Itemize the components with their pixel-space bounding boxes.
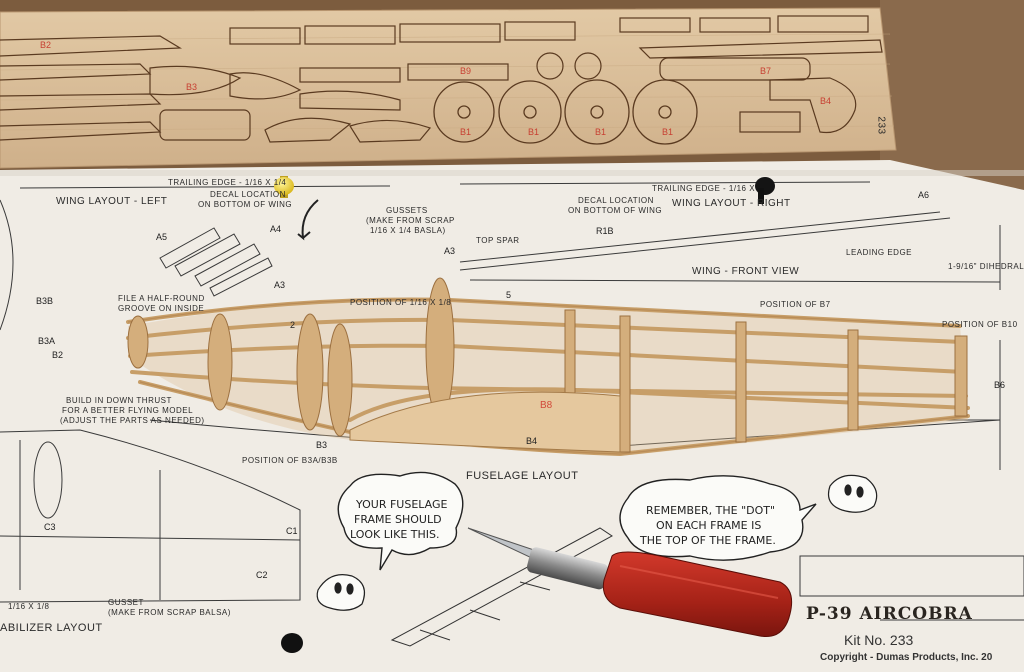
part-5: 5	[506, 290, 512, 300]
part-2: 2	[290, 320, 296, 330]
part-b3: B3	[316, 440, 328, 450]
part-r1b: R1B	[596, 226, 614, 236]
former-b8-label: B8	[540, 400, 553, 411]
pushpin-icon	[274, 176, 294, 198]
pushpin-icon	[755, 177, 775, 204]
plan-shadow	[0, 170, 1024, 176]
file-half-round-2: GROOVE ON INSIDE	[118, 304, 205, 313]
part-b3b: B3B	[36, 296, 54, 306]
part-b6: B6	[994, 380, 1006, 390]
workbench-right	[880, 0, 1024, 195]
svg-text:B1: B1	[595, 127, 606, 137]
file-half-round-1: FILE A HALF-ROUND	[118, 294, 205, 303]
dihedral-label: 1-9/16" DIHEDRAL	[948, 262, 1024, 271]
svg-text:B9: B9	[460, 66, 471, 76]
kit-number: Kit No. 233	[844, 632, 914, 648]
stabilizer-layout-label: ABILIZER LAYOUT	[0, 622, 103, 634]
bubble-right-line2: ON EACH FRAME IS	[656, 519, 762, 532]
part-c1: C1	[286, 526, 298, 536]
arrow-icon	[297, 199, 319, 241]
svg-text:B3: B3	[186, 82, 197, 92]
part-a4: A4	[270, 224, 282, 234]
decal-left-2: ON BOTTOM OF WING	[198, 200, 293, 209]
trailing-edge-right-label: TRAILING EDGE - 1/16 X	[652, 184, 756, 193]
gussets-2: (MAKE FROM SCRAP	[366, 216, 455, 225]
leading-edge-label: LEADING EDGE	[846, 248, 913, 257]
gusset-label-2: (MAKE FROM SCRAP BALSA)	[108, 608, 231, 617]
wing-layout-right-label: WING LAYOUT - RIGHT	[672, 198, 791, 209]
part-b3a: B3A	[38, 336, 56, 346]
hobby-knife-icon	[467, 527, 793, 638]
svg-text:B1: B1	[662, 127, 673, 137]
svg-text:B7: B7	[760, 66, 771, 76]
fuselage-frame	[126, 277, 970, 457]
fuselage-layout-label: FUSELAGE LAYOUT	[466, 470, 579, 482]
trailing-edge-left-label: TRAILING EDGE - 1/16 X 1/4	[168, 178, 287, 187]
pushpin-icon	[281, 633, 303, 653]
build-down-3: (ADJUST THE PARTS AS NEEDED)	[60, 416, 205, 425]
position-b3a-label: POSITION OF B3A/B3B	[242, 456, 338, 465]
bubble-left-line3: LOOK LIKE THIS.	[350, 528, 440, 541]
gusset-label: GUSSET	[108, 598, 144, 607]
part-b2: B2	[52, 350, 64, 360]
bubble-left-line1: YOUR FUSELAGE	[356, 498, 448, 511]
svg-text:B1: B1	[528, 127, 539, 137]
position-116-label: POSITION OF 1/16 X 1/8	[350, 298, 452, 307]
small-116-label: 1/16 X 1/8	[8, 602, 50, 611]
part-c3: C3	[44, 522, 56, 532]
sheet-number: 233	[875, 116, 887, 135]
position-b10-label: POSITION OF B10	[942, 320, 1018, 329]
svg-text:B2: B2	[40, 40, 51, 50]
speech-bubble-left	[337, 471, 464, 571]
wing-front-view-label: WING - FRONT VIEW	[692, 266, 800, 277]
build-down-1: BUILD IN DOWN THRUST	[66, 396, 172, 405]
decal-left-1: DECAL LOCATION	[210, 190, 286, 199]
part-a3: A3	[274, 280, 286, 290]
top-spar-label: TOP SPAR	[476, 236, 520, 245]
part-a5: A5	[156, 232, 168, 242]
build-down-2: FOR A BETTER FLYING MODEL	[62, 406, 194, 415]
bubble-right-line3: THE TOP OF THE FRAME.	[640, 534, 776, 547]
former-rings	[433, 79, 698, 145]
decal-right-2: ON BOTTOM OF WING	[568, 206, 663, 215]
speech-bubble-right	[619, 475, 817, 561]
copyright: Copyright - Dumas Products, Inc. 20	[820, 652, 993, 663]
svg-text:B1: B1	[460, 127, 471, 137]
cartoon-face-right	[827, 474, 878, 513]
plan-title: P-39 AIRCOBRA	[806, 604, 973, 624]
bubble-right-line1: REMEMBER, THE "DOT"	[646, 504, 776, 517]
part-a3-front: A3	[444, 246, 456, 256]
part-a6: A6	[918, 190, 930, 200]
bubble-left-line2: FRAME SHOULD	[354, 513, 442, 526]
cartoon-face-left	[316, 574, 365, 611]
gussets-1: GUSSETS	[386, 206, 428, 215]
decal-right-1: DECAL LOCATION	[578, 196, 654, 205]
svg-text:B4: B4	[820, 96, 831, 106]
part-c2: C2	[256, 570, 268, 580]
part-b4: B4	[526, 436, 538, 446]
wing-layout-left-label: WING LAYOUT - LEFT	[56, 196, 168, 207]
gussets-3: 1/16 X 1/4 BASLA)	[370, 226, 446, 235]
position-b7-label: POSITION OF B7	[760, 300, 831, 309]
